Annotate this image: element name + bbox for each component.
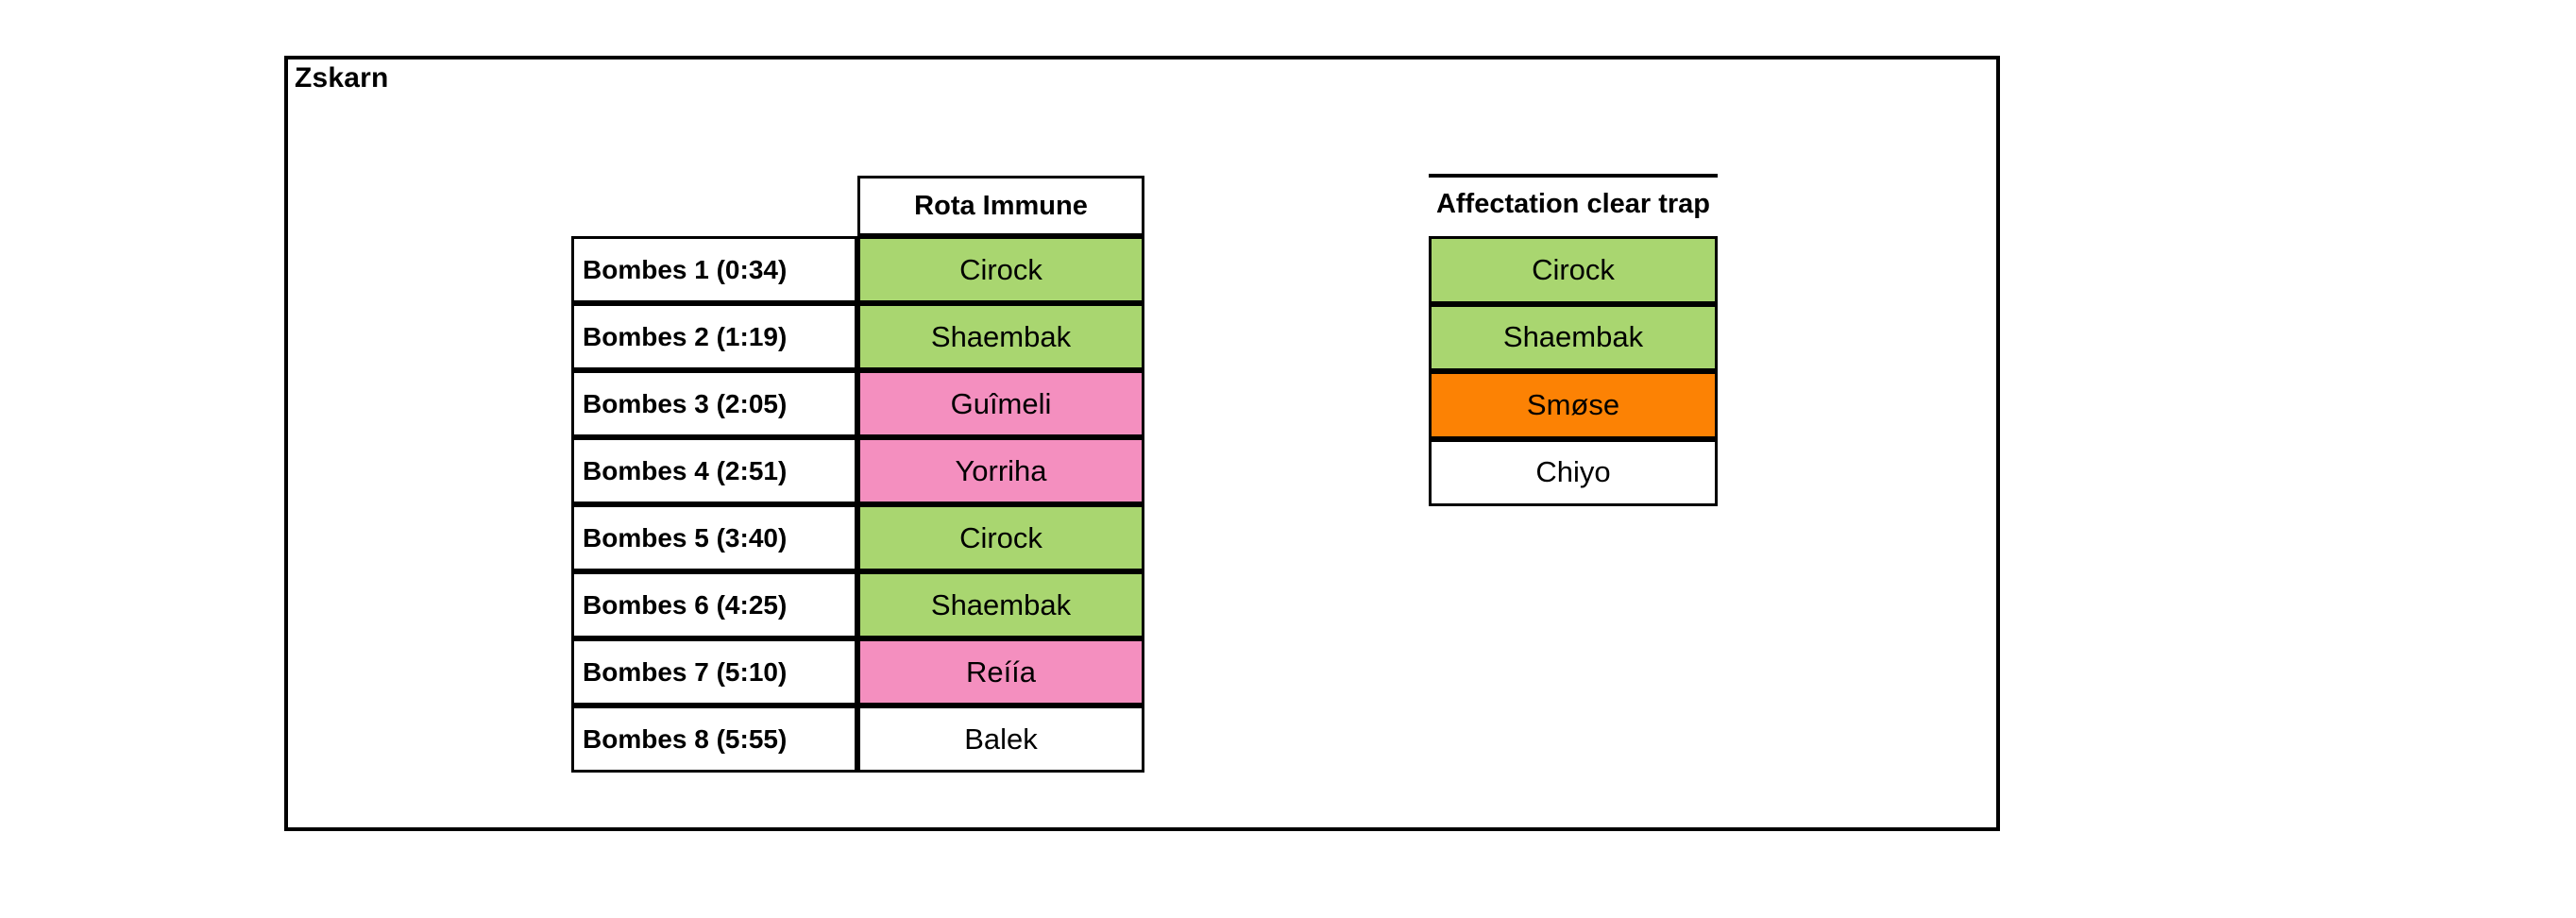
table-row: Bombes 2 (1:19) Shaembak	[571, 303, 1144, 370]
schedule-table-header-label: Rota Immune	[914, 190, 1088, 221]
table-row: Bombes 8 (5:55) Balek	[571, 706, 1144, 773]
affectation-row-value: Shaembak	[1502, 320, 1644, 354]
schedule-row-label: Bombes 5 (3:40)	[583, 522, 788, 552]
table-row: Bombes 7 (5:10) Reíía	[571, 638, 1144, 706]
affectation-row-value: Cirock	[1532, 252, 1615, 286]
schedule-row-value-cell: Guîmeli	[857, 370, 1144, 437]
affectation-table-title: Affectation clear trap	[1435, 189, 1711, 219]
schedule-row-label-cell: Bombes 8 (5:55)	[571, 706, 857, 773]
schedule-row-value: Shaembak	[930, 319, 1072, 353]
affectation-row: Shaembak	[1429, 303, 1718, 371]
schedule-row-value: Cirock	[959, 252, 1042, 286]
schedule-row-value-cell: Shaembak	[857, 303, 1144, 370]
schedule-table-header-cell: Rota Immune	[857, 176, 1144, 236]
table-row: Bombes 4 (2:51) Yorriha	[571, 437, 1144, 504]
schedule-row-label-cell: Bombes 3 (2:05)	[571, 370, 857, 437]
table-row: Bombes 5 (3:40) Cirock	[571, 504, 1144, 571]
schedule-row-value-cell: Yorriha	[857, 437, 1144, 504]
schedule-row-value-cell: Balek	[857, 706, 1144, 773]
affectation-row: Smøse	[1429, 371, 1718, 439]
schedule-row-label: Bombes 2 (1:19)	[583, 321, 788, 351]
schedule-row-label: Bombes 1 (0:34)	[583, 254, 788, 284]
table-row: Bombes 6 (4:25) Shaembak	[571, 571, 1144, 638]
table-row: Bombes 3 (2:05) Guîmeli	[571, 370, 1144, 437]
schedule-row-value: Yorriha	[955, 453, 1047, 487]
schedule-row-label-cell: Bombes 5 (3:40)	[571, 504, 857, 571]
schedule-row-label-cell: Bombes 7 (5:10)	[571, 638, 857, 706]
schedule-row-value: Guîmeli	[950, 386, 1052, 420]
schedule-row-value: Balek	[964, 722, 1038, 756]
schedule-row-label-cell: Bombes 2 (1:19)	[571, 303, 857, 370]
affectation-row-value: Smøse	[1526, 387, 1620, 421]
affectation-row: Chiyo	[1429, 438, 1718, 506]
schedule-row-label: Bombes 7 (5:10)	[583, 656, 788, 687]
affectation-top-rule	[1429, 174, 1718, 178]
schedule-row-label: Bombes 6 (4:25)	[583, 589, 788, 620]
schedule-row-value: Cirock	[959, 520, 1042, 554]
schedule-row-label-cell: Bombes 6 (4:25)	[571, 571, 857, 638]
schedule-row-label: Bombes 4 (2:51)	[583, 455, 788, 485]
schedule-row-value-cell: Shaembak	[857, 571, 1144, 638]
schedule-row-label: Bombes 8 (5:55)	[583, 723, 788, 754]
schedule-row-label: Bombes 3 (2:05)	[583, 388, 788, 418]
schedule-row-label-cell: Bombes 4 (2:51)	[571, 437, 857, 504]
affectation-row-value: Chiyo	[1535, 455, 1611, 489]
schedule-row-label-cell: Bombes 1 (0:34)	[571, 236, 857, 303]
affectation-row: Cirock	[1429, 236, 1718, 304]
schedule-row-value-cell: Reíía	[857, 638, 1144, 706]
schedule-row-value-cell: Cirock	[857, 236, 1144, 303]
schedule-row-value: Shaembak	[930, 587, 1072, 621]
page-title: Zskarn	[295, 62, 389, 94]
schedule-row-value-cell: Cirock	[857, 504, 1144, 571]
table-row: Bombes 1 (0:34) Cirock	[571, 236, 1144, 303]
schedule-row-value: Reíía	[965, 654, 1037, 688]
